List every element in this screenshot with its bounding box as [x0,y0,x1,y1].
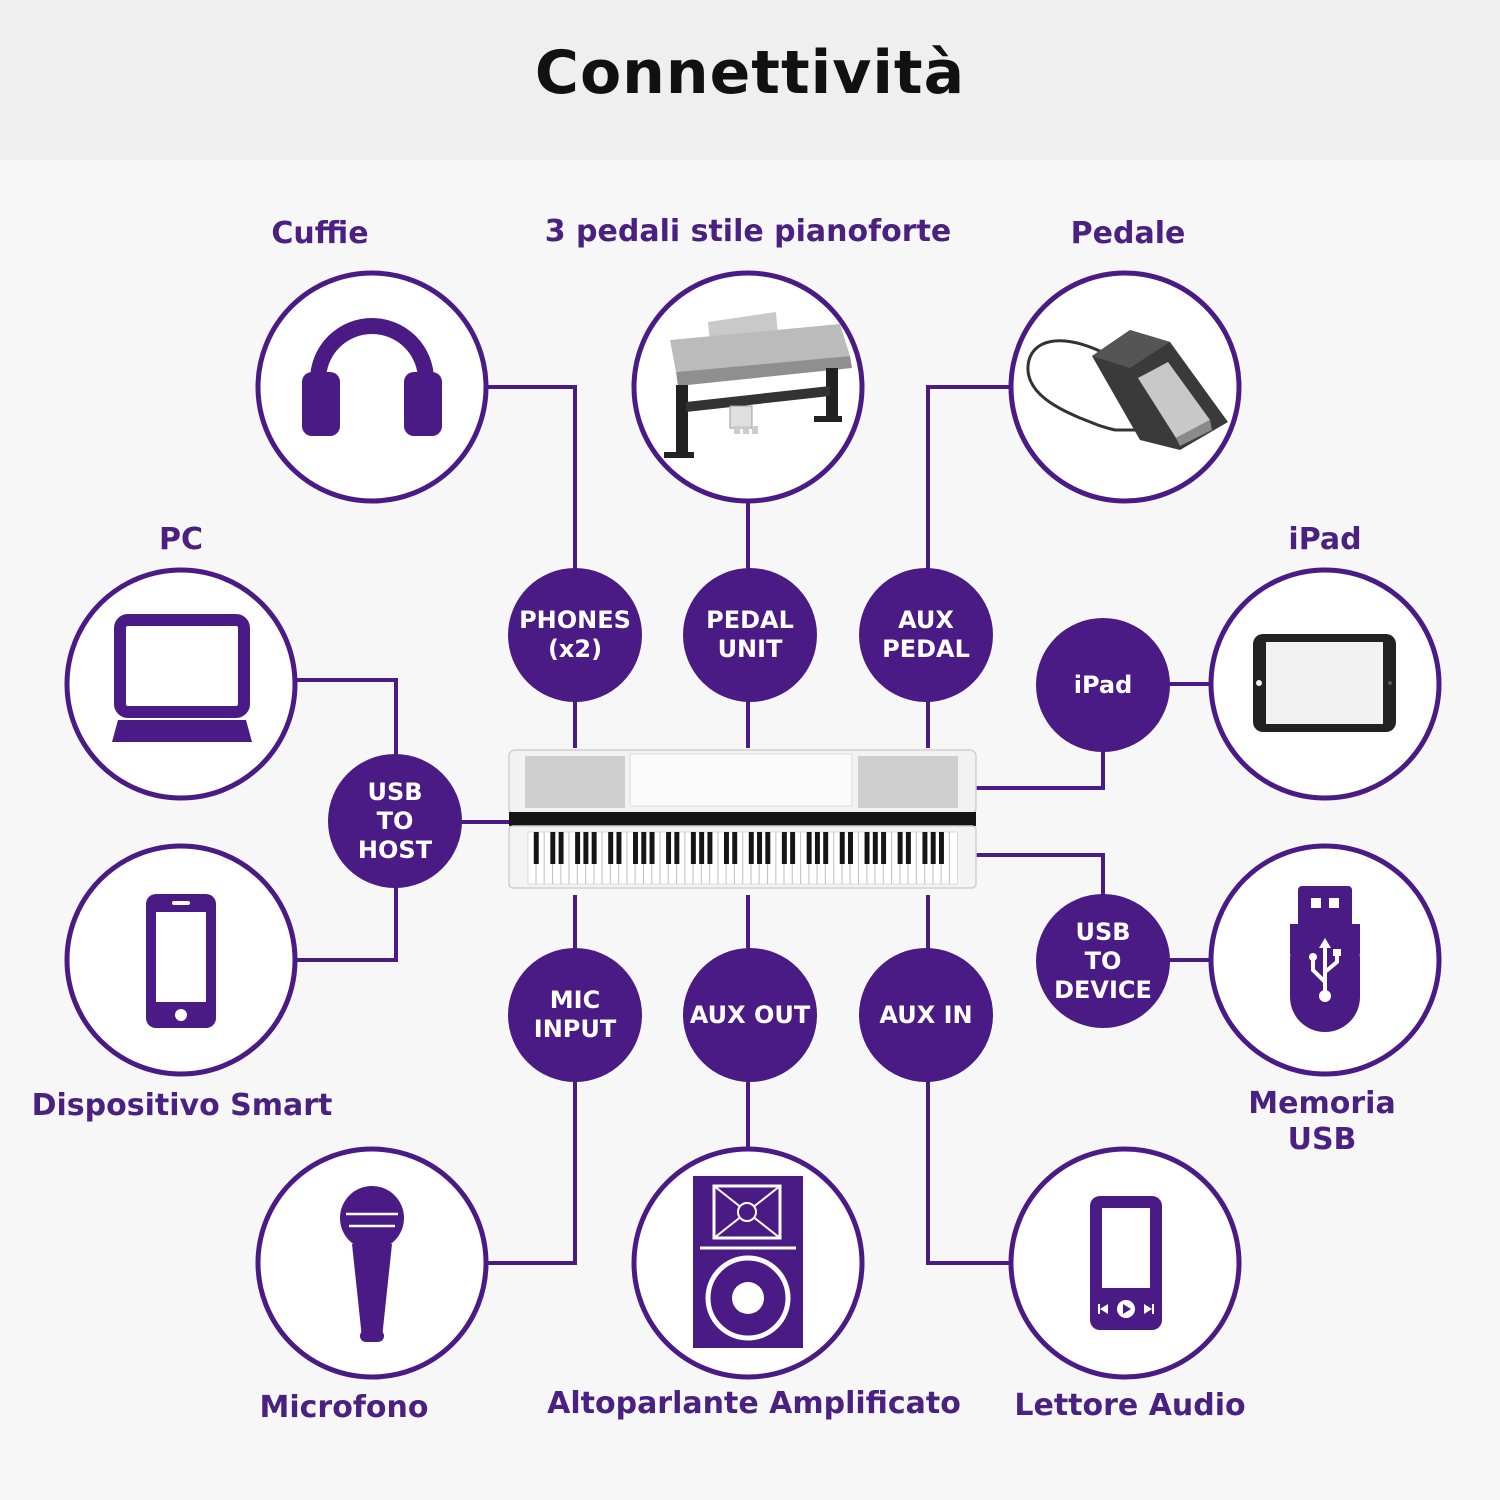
line-usb-device [975,853,1105,900]
black-key [781,832,787,864]
tablet-icon [1253,634,1396,732]
white-key [949,831,958,885]
black-key [649,832,655,864]
port-mic-input: MIC INPUT [508,948,642,1082]
port-pedal-unit-label: PEDAL UNIT [706,606,794,663]
line-pc [296,678,398,760]
sustain-pedal-image [1026,330,1228,450]
port-aux-out: AUX OUT [683,948,817,1082]
headphones-icon [302,318,442,436]
label-usb-memory: Memoria USB [1248,1086,1396,1157]
label-headphones: Cuffie [271,216,369,251]
label-smart-device: Dispositivo Smart [31,1088,333,1123]
audio-player-icon [1090,1196,1162,1330]
black-key [699,832,705,864]
black-key [641,832,647,864]
black-key [790,832,796,864]
port-ipad: iPad [1036,618,1170,752]
black-key [575,832,581,864]
black-key [872,832,878,864]
port-aux-in-label: AUX IN [879,1000,973,1029]
port-mic-input-label: MIC INPUT [533,986,617,1043]
black-key [922,832,928,864]
port-usb-to-host: USB TO HOST [328,754,462,888]
keyboard-image [508,749,977,889]
black-key [558,832,564,864]
label-pedal-unit: 3 pedali stile pianoforte [544,214,952,249]
black-key [690,832,696,864]
black-key [905,832,911,864]
black-key [897,832,903,864]
label-speaker: Altoparlante Amplificato [547,1386,961,1421]
black-key [930,832,936,864]
microphone-icon [340,1186,404,1342]
port-ipad-label: iPad [1073,670,1133,699]
black-key [723,832,729,864]
black-key [848,832,853,864]
page-title: Connettività [534,38,966,108]
label-pc: PC [158,522,204,557]
black-key [674,832,680,864]
label-audio-player: Lettore Audio [1014,1388,1246,1423]
port-phones-label: PHONES (x2) [519,606,631,663]
piano-pedals-image [664,312,852,458]
port-aux-out-label: AUX OUT [689,1000,811,1029]
black-key [938,832,944,864]
smartphone-icon [146,894,216,1028]
black-key [864,832,870,864]
black-key [550,832,556,864]
black-key [707,832,713,864]
black-key [748,832,754,864]
black-key [814,832,820,864]
line-ipad-v [975,750,1105,790]
black-keys [533,832,944,864]
header-band [0,0,1500,160]
pc-circle [64,567,298,801]
port-aux-pedal: AUX PEDAL [859,568,993,702]
port-usb-to-host-label: USB TO HOST [357,777,433,864]
laptop-icon [112,614,252,742]
black-key [765,832,771,864]
label-ipad: iPad [1288,522,1362,557]
black-key [633,832,638,864]
black-key [732,832,738,864]
headphones-circle [255,270,489,504]
black-key [608,832,614,864]
port-usb-to-device-label: USB TO DEVICE [1054,917,1152,1004]
black-key [591,832,597,864]
black-key [533,832,539,864]
black-key [757,832,763,864]
port-phones: PHONES (x2) [508,568,642,702]
black-key [583,832,589,864]
label-microphone: Microfono [259,1390,429,1425]
port-aux-in: AUX IN [859,948,993,1082]
port-pedal-unit: PEDAL UNIT [683,568,817,702]
black-key [823,832,829,864]
black-key [839,832,845,864]
usb-drive-icon [1290,886,1360,1032]
port-usb-to-device: USB TO DEVICE [1036,894,1170,1028]
line-smart [296,880,398,962]
black-key [616,832,622,864]
label-pedal: Pedale [1070,216,1186,251]
black-key [881,832,887,864]
black-key [806,832,812,864]
speaker-icon [693,1176,803,1348]
black-key [666,832,672,864]
port-aux-pedal-label: AUX PEDAL [882,606,970,663]
